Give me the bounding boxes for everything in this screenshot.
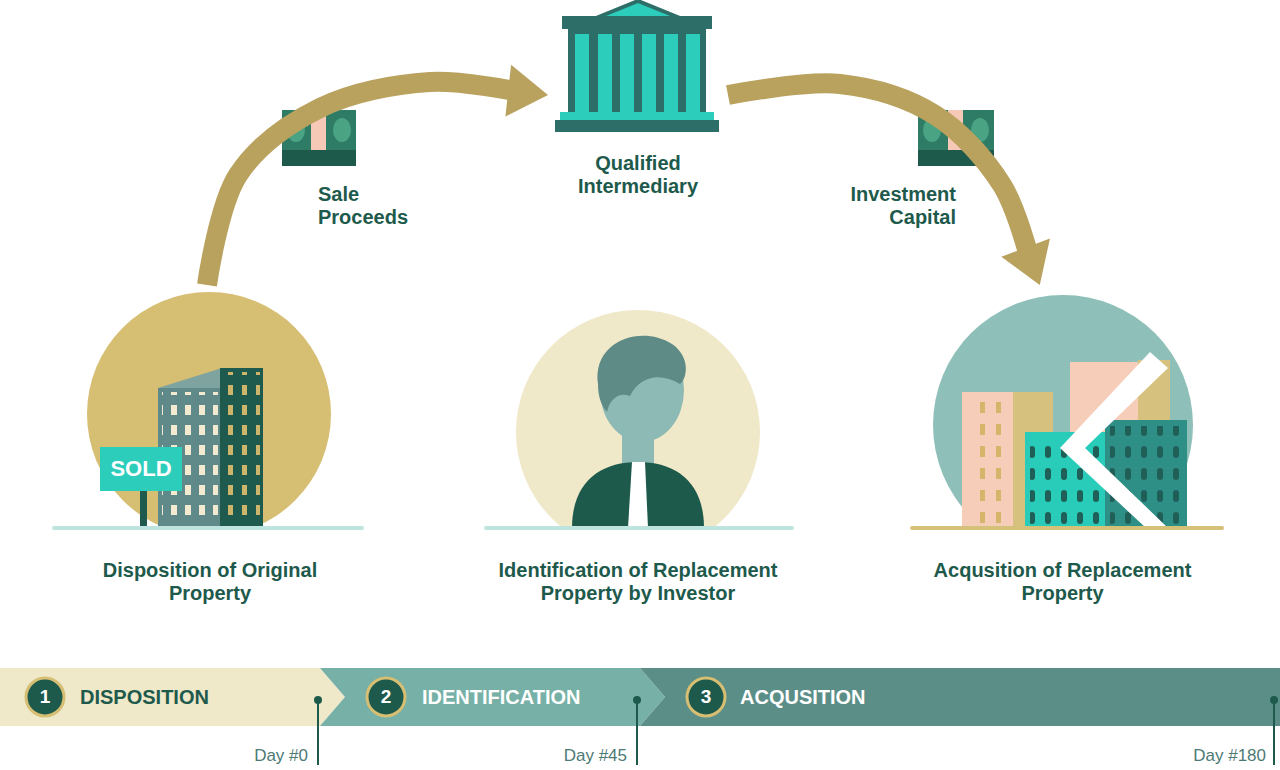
- investor-illustration: [484, 310, 794, 554]
- bank-icon-part: [562, 16, 712, 29]
- bank-icon: [555, 1, 719, 132]
- replacement-buildings-illustration-part: [970, 398, 1010, 524]
- flow-arrow: [207, 65, 548, 285]
- investor-illustration-part: [484, 526, 794, 530]
- step-number-badge: [26, 678, 64, 716]
- sold-building-illustration-part: [100, 447, 182, 491]
- sold-building-illustration-part: [52, 526, 364, 530]
- flow-arrow: [728, 83, 1050, 285]
- money-icon-part: [333, 118, 351, 142]
- stage-label: Acqusition of Replacement Property: [913, 559, 1213, 605]
- replacement-buildings-illustration-part: [962, 392, 1014, 528]
- disposition-stage: Disposition of Original Property: [60, 285, 360, 605]
- investor-illustration-part: [516, 310, 760, 529]
- step-name: IDENTIFICATION: [422, 668, 581, 726]
- step-name: DISPOSITION: [80, 668, 209, 726]
- sign-text: SOLD: [100, 447, 182, 491]
- replacement-buildings-illustration-part: [910, 526, 1224, 530]
- money-icon-part: [282, 150, 356, 166]
- step-number: 1: [26, 678, 64, 716]
- stage-label: Qualified Intermediary: [563, 152, 713, 198]
- day-tick: [636, 700, 638, 765]
- bank-icon-part: [575, 34, 589, 112]
- acquisition-stage: Acqusition of Replacement Property: [900, 285, 1225, 605]
- day-tick: [317, 700, 319, 765]
- stage-label: Identification of Replacement Property b…: [468, 559, 808, 605]
- bank-icon-part: [568, 29, 706, 115]
- bank-icon-part: [664, 34, 678, 112]
- day-label: Day #45: [507, 744, 627, 768]
- sold-building-illustration-part: [220, 368, 263, 528]
- bank-icon-part: [686, 34, 700, 112]
- band-chevron: [0, 668, 345, 726]
- replacement-buildings-illustration: [910, 295, 1224, 555]
- edge-label: Investment Capital: [826, 183, 956, 229]
- investor-illustration-part: [572, 462, 704, 528]
- flow-arrow-shaft: [207, 82, 518, 285]
- band-chevron: [640, 668, 1280, 726]
- identification-stage: Identification of Replacement Property b…: [458, 300, 818, 605]
- step-number-badge: [687, 678, 725, 716]
- arrowhead: [1001, 238, 1050, 285]
- step-name: ACQUSITION: [740, 668, 866, 726]
- step-number: 3: [687, 678, 725, 716]
- timeline-band: 1 DISPOSITION: [0, 668, 345, 726]
- bank-icon-part: [598, 34, 612, 112]
- day-tick: [1273, 700, 1275, 765]
- day-label: Day #180: [1146, 744, 1266, 768]
- band-chevron: [320, 668, 665, 726]
- bank-icon-part: [620, 34, 634, 112]
- day-tick-dot: [314, 696, 322, 704]
- sold-building-illustration: [52, 292, 364, 536]
- timeline-band: 2 IDENTIFICATION: [320, 668, 665, 726]
- replacement-buildings-illustration-part: [933, 295, 1193, 529]
- step-number-badge: [367, 678, 405, 716]
- stage-label: Disposition of Original Property: [100, 559, 320, 605]
- bank-icon-part: [555, 120, 719, 132]
- intermediary-box: Qualified Intermediary: [548, 0, 728, 198]
- edge-label: Sale Proceeds: [318, 183, 433, 229]
- sold-building-illustration-part: [87, 292, 331, 529]
- timeline-band: 3 ACQUSITION: [640, 668, 1280, 726]
- step-number: 2: [367, 678, 405, 716]
- day-tick-dot: [1270, 696, 1278, 704]
- flow-arrow-shaft: [728, 83, 1029, 257]
- day-tick-dot: [633, 696, 641, 704]
- investor-illustration-part: [597, 336, 685, 412]
- bank-icon-part: [642, 34, 656, 112]
- band-shape: [640, 668, 1280, 726]
- sold-building-illustration-part: [224, 372, 260, 524]
- investor-illustration-part: [628, 462, 648, 528]
- arrowhead: [505, 65, 548, 117]
- replacement-buildings-illustration-part: [1060, 352, 1168, 528]
- bank-icon-part: [596, 1, 680, 18]
- day-label: Day #0: [188, 744, 308, 768]
- bank-icon-part: [560, 112, 714, 120]
